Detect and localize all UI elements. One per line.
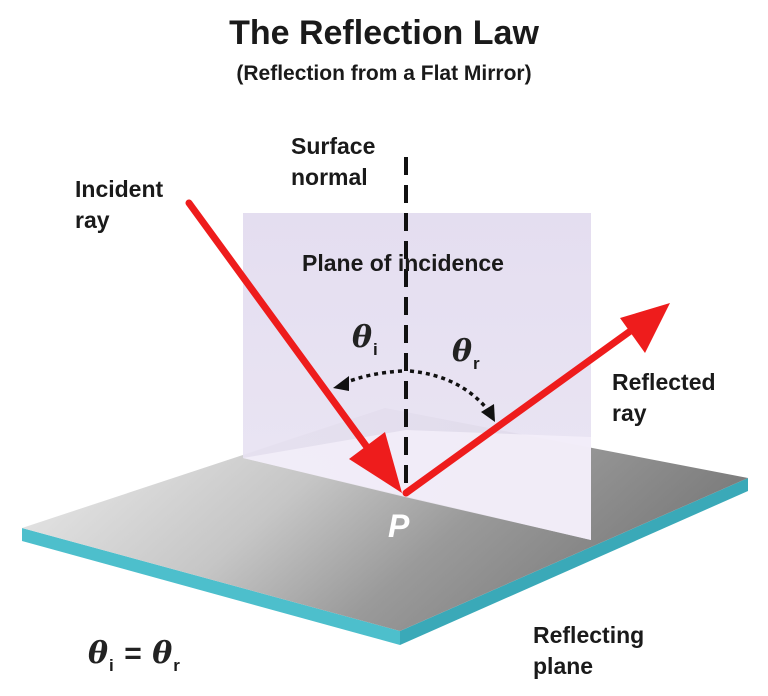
reflecting-plane-label: Reflecting plane	[533, 622, 645, 679]
reflection-law-equation: θi = θr	[88, 636, 180, 675]
diagram-subtitle: (Reflection from a Flat Mirror)	[236, 62, 532, 85]
reflected-ray-label: Reflected ray	[612, 369, 716, 426]
reflected-ray-arrowhead	[620, 303, 670, 353]
surface-normal-label: Surface normal	[291, 133, 376, 190]
incident-ray-arrowhead	[349, 432, 402, 493]
reflected-angle-arc	[409, 369, 490, 412]
incident-angle-label: θi	[352, 320, 378, 359]
mirror-front-edge	[22, 528, 400, 645]
plane-of-incidence-label: Plane of incidence	[302, 250, 504, 276]
point-p-label: P	[388, 508, 410, 544]
mirror-side-edge	[400, 478, 748, 645]
incident-ray	[185, 199, 384, 469]
incident-ray-label: Incident ray	[75, 176, 164, 233]
reflected-ray	[402, 320, 644, 497]
incident-angle-arrowhead	[333, 376, 349, 391]
reflected-angle-label: θr	[452, 334, 480, 373]
diagram-title: The Reflection Law	[229, 14, 539, 52]
reflected-angle-arrowhead	[481, 404, 495, 422]
